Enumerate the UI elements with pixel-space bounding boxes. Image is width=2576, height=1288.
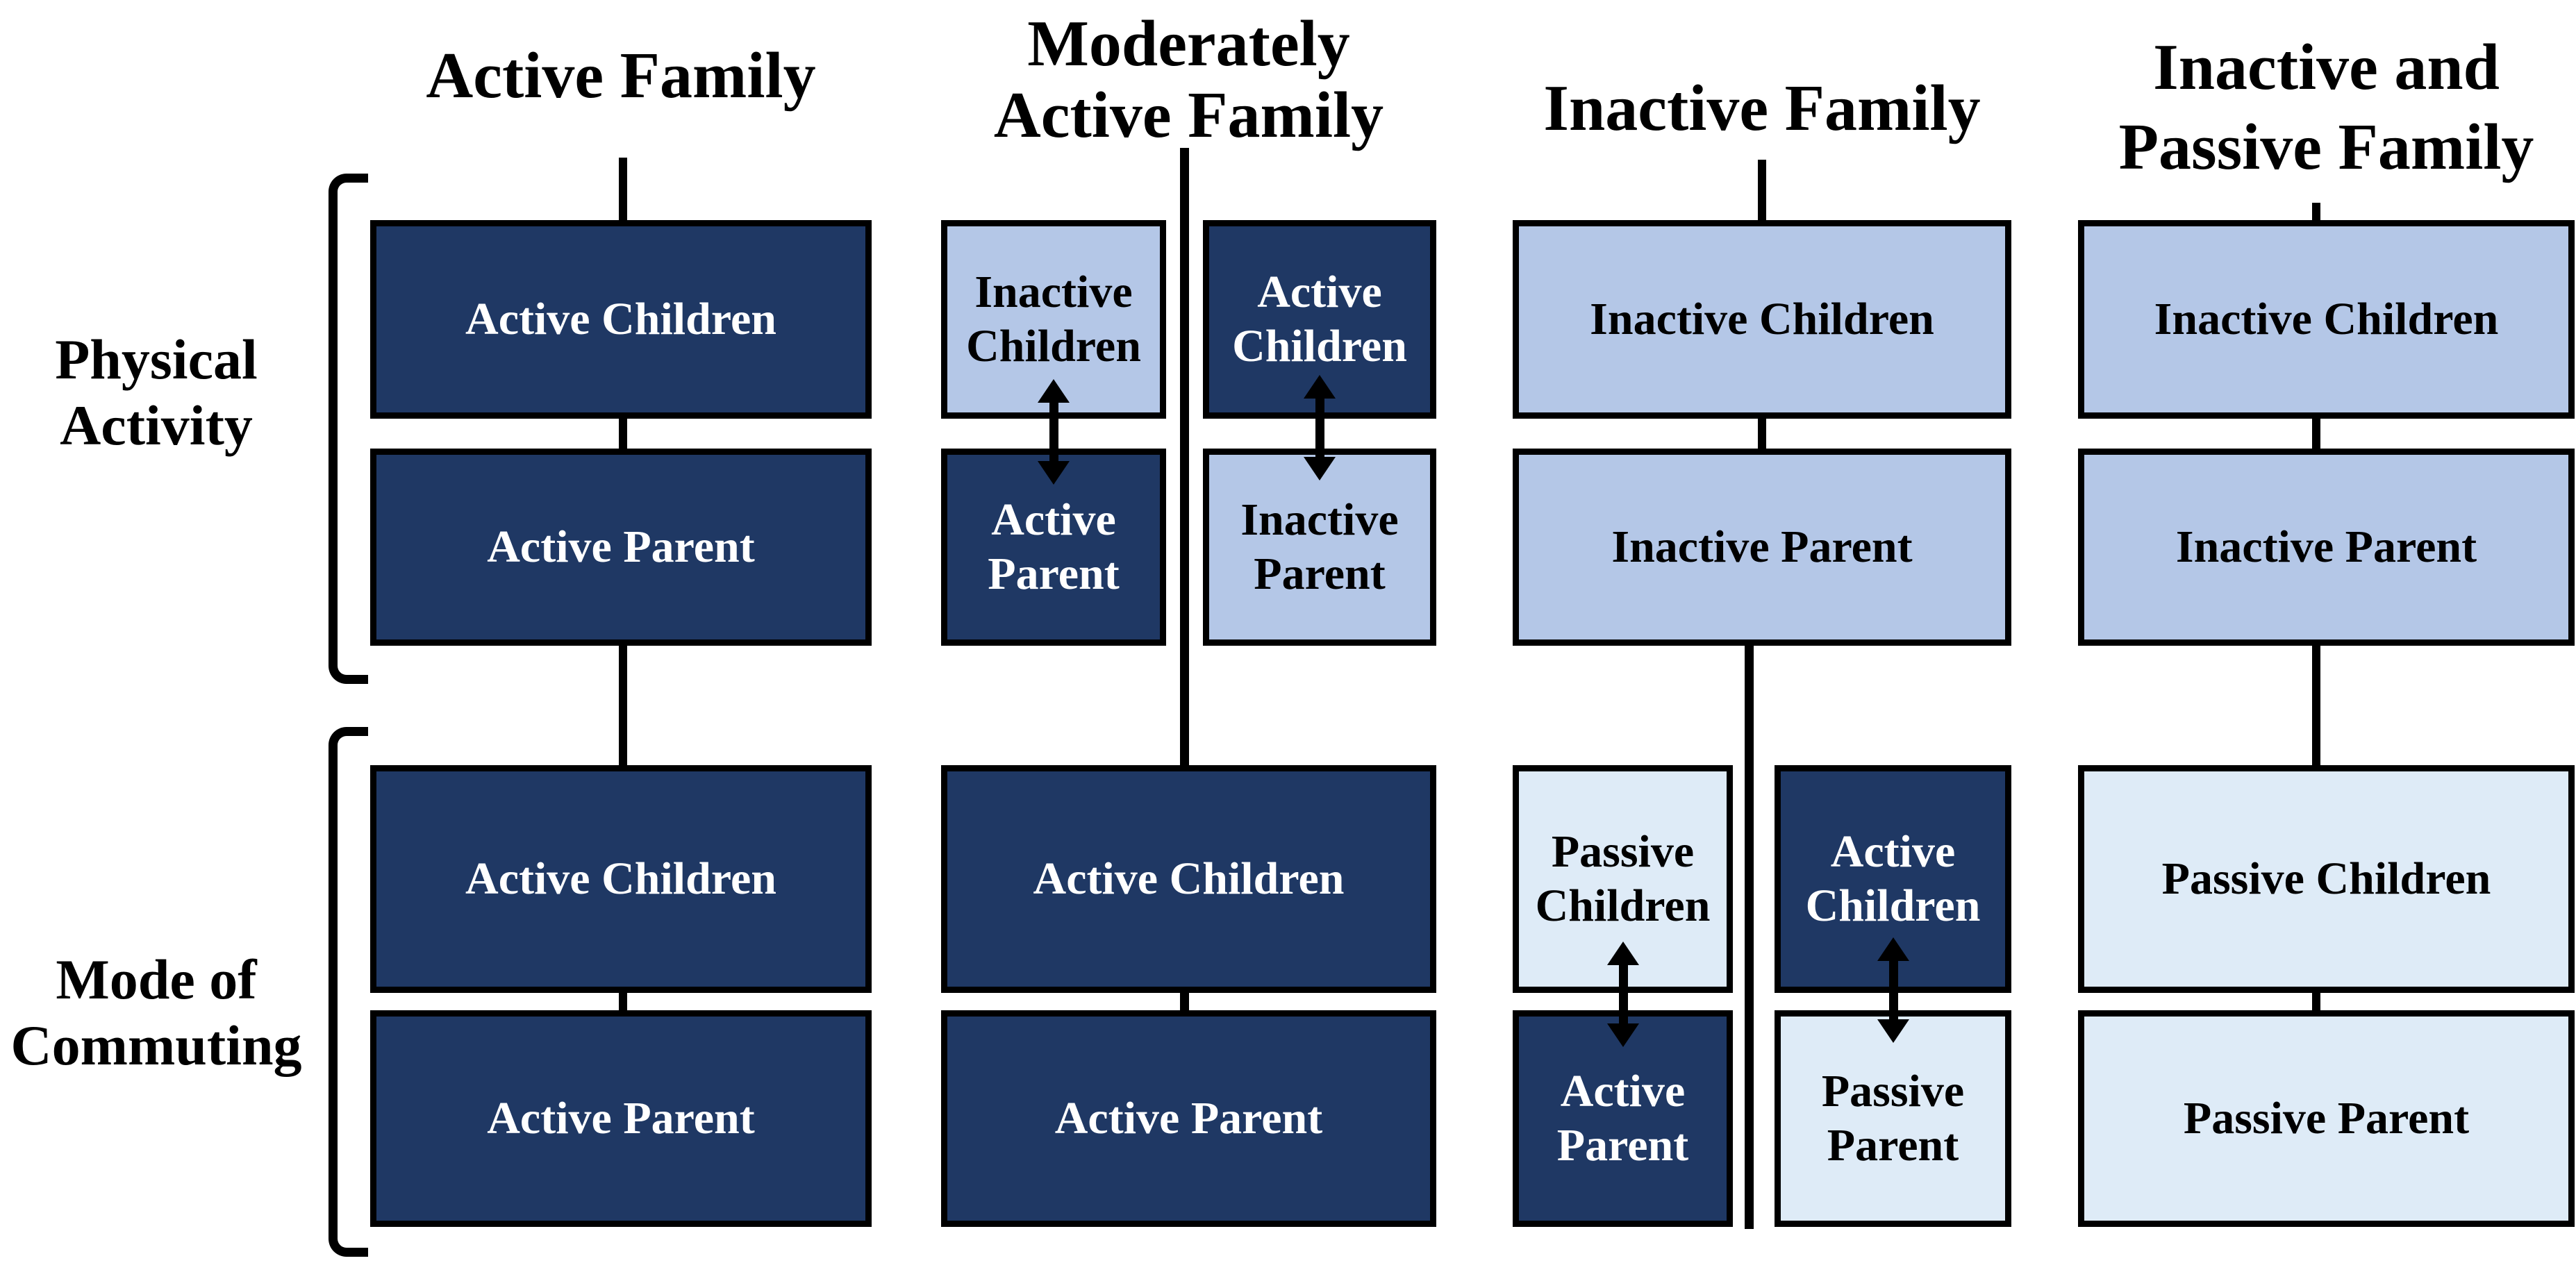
box-label: Active Children [1033, 853, 1345, 905]
connector-line [2312, 203, 2320, 220]
row-label-physical-activity: Physical Activity [7, 326, 306, 458]
divider-line [1745, 646, 1754, 1229]
box-label: Inactive Parent [1240, 494, 1399, 599]
box-label: Inactive Parent [1611, 521, 1913, 573]
divider-line [1180, 148, 1189, 765]
row-label-line: Activity [60, 394, 253, 458]
box-label: Inactive Children [1590, 294, 1934, 345]
arrow-shaft [1049, 403, 1058, 461]
box-label: Active Parent [1054, 1093, 1323, 1144]
column-title-inactive-family: Inactive Family [1513, 72, 2011, 144]
box-col4-moc-children: Passive Children [2078, 765, 2575, 993]
box-col3-pa-parent: Inactive Parent [1513, 449, 2011, 646]
box-label: Active Children [465, 853, 776, 905]
connector-line [619, 158, 627, 220]
box-col2-moc-parent: Active Parent [941, 1010, 1436, 1227]
arrow-shaft [1315, 399, 1324, 457]
title-line: Passive Family [2118, 110, 2534, 183]
box-label: Inactive Children [966, 267, 1141, 371]
arrow-shaft [1618, 965, 1628, 1023]
title-line: Active Family [426, 40, 816, 112]
column-title-active-family: Active Family [370, 40, 872, 112]
box-label: Passive Parent [2183, 1093, 2470, 1144]
arrow-head-down-icon [1877, 1019, 1909, 1043]
box-label: Active Parent [487, 1093, 755, 1144]
connector-line [1758, 160, 1766, 220]
double-arrow-icon [1607, 942, 1639, 1047]
box-label: Active Children [465, 294, 776, 345]
box-col4-pa-parent: Inactive Parent [2078, 449, 2575, 646]
bracket-mode-of-commuting [329, 727, 368, 1257]
box-col4-pa-children: Inactive Children [2078, 220, 2575, 419]
bracket-physical-activity [329, 174, 368, 684]
box-col3-moc-left-parent: Active Parent [1513, 1010, 1733, 1227]
box-label: Active Parent [1556, 1066, 1689, 1171]
box-label: Inactive Children [2154, 294, 2499, 345]
arrow-head-down-icon [1607, 1023, 1639, 1047]
box-label: Passive Children [1535, 826, 1711, 931]
connector-line [2312, 646, 2320, 765]
arrow-head-down-icon [1304, 457, 1336, 480]
title-line: Inactive and [2153, 31, 2500, 103]
title-line: Active Family [993, 79, 1384, 152]
double-arrow-icon [1304, 375, 1336, 480]
box-col1-moc-parent: Active Parent [370, 1010, 872, 1227]
box-col2-pa-right-parent: Inactive Parent [1203, 449, 1436, 646]
row-label-mode-of-commuting: Mode of Commuting [7, 946, 306, 1078]
box-col2-moc-children: Active Children [941, 765, 1436, 993]
box-label: Passive Children [2161, 853, 2491, 905]
box-col3-pa-children: Inactive Children [1513, 220, 2011, 419]
double-arrow-icon [1877, 937, 1909, 1043]
row-label-line: Physical [55, 328, 258, 391]
connector-line [619, 646, 627, 765]
row-label-line: Commuting [10, 1014, 302, 1078]
connector-line [619, 993, 627, 1010]
box-col1-pa-children: Active Children [370, 220, 872, 419]
connector-line [2312, 993, 2320, 1010]
arrow-head-up-icon [1038, 379, 1070, 403]
column-title-inactive-and-passive-family: Inactive and Passive Family [2078, 28, 2575, 187]
arrow-head-up-icon [1877, 937, 1909, 961]
title-line: Moderately [1027, 8, 1350, 80]
column-title-moderately-active-family: Moderately Active Family [941, 8, 1436, 152]
box-label: Active Parent [487, 521, 755, 573]
box-col1-moc-children: Active Children [370, 765, 872, 993]
box-col1-pa-parent: Active Parent [370, 449, 872, 646]
box-label: Active Children [1805, 826, 1981, 931]
arrow-head-up-icon [1304, 375, 1336, 399]
box-label: Active Parent [988, 494, 1120, 599]
double-arrow-icon [1038, 379, 1070, 485]
box-label: Active Children [1232, 267, 1407, 371]
arrow-shaft [1888, 961, 1898, 1019]
box-label: Inactive Parent [2175, 521, 2477, 573]
box-col4-moc-parent: Passive Parent [2078, 1010, 2575, 1227]
arrow-head-down-icon [1038, 461, 1070, 485]
connector-line [2312, 415, 2320, 451]
box-col3-moc-right-parent: Passive Parent [1775, 1010, 2011, 1227]
connector-line [1180, 993, 1189, 1010]
connector-line [619, 415, 627, 451]
arrow-head-up-icon [1607, 942, 1639, 965]
connector-line [1758, 415, 1766, 451]
row-label-line: Mode of [56, 948, 257, 1011]
box-label: Passive Parent [1821, 1066, 1965, 1171]
title-line: Inactive Family [1543, 72, 1981, 144]
